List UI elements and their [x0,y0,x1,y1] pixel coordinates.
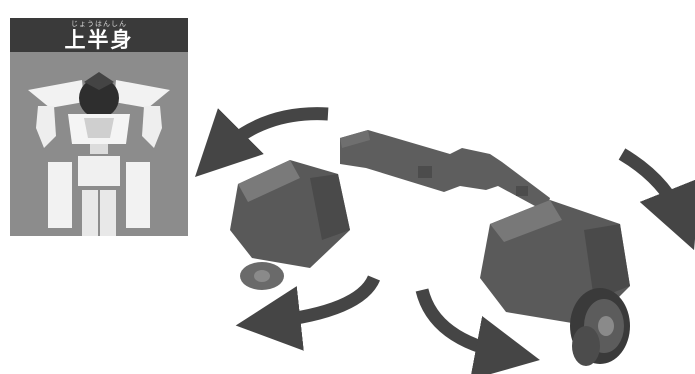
panel-title: 上半身 [10,28,188,52]
upper-body-diagram-icon [10,52,188,236]
model-scene [190,90,695,374]
title-ruby: じょうはんしん [10,20,188,28]
panel-header: じょうはんしん 上半身 [10,18,188,52]
robot-model-icon [230,130,630,366]
upper-body-panel: じょうはんしん 上半身 [10,18,188,236]
